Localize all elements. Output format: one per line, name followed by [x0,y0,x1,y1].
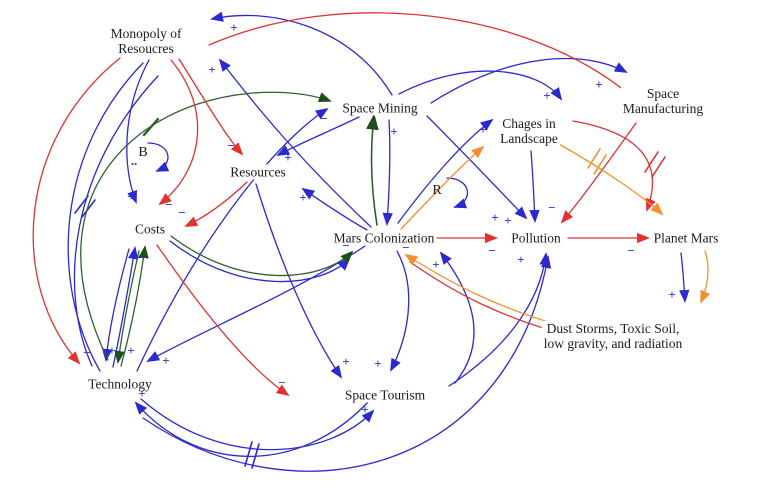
edge-resources-to-tourism [255,183,343,379]
node-changes-in-landscape: Chages in Landscape [498,115,560,147]
loop-label-b: B [138,145,148,160]
delay-tick-bottom2 [251,443,260,469]
node-monopoly-of-resources: Monopoly of Resoucres [108,25,184,57]
polarity-sign: − [83,345,91,360]
polarity-sign: + [668,287,676,302]
edge-costs-to-tourism [156,244,290,397]
edge-space-mining-to-resources [276,116,360,156]
loop-r-arrow [446,177,469,209]
polarity-sign: − [488,243,496,258]
edge-costs-to-mars-green [170,235,354,277]
polarity-sign: + [479,122,487,137]
edge-technology-to-tourism [140,398,375,451]
edge-changes-to-pollution [529,150,540,223]
edge-changes-to-planet-mars-orange [558,143,664,216]
polarity-sign: + [543,88,551,103]
node-costs: Costs [132,221,168,237]
edge-monopoly-to-costs-blue [126,59,150,204]
edge-monopoly-to-costs-red [158,59,199,206]
polarity-sign: − [320,111,328,126]
loop-b-arrow [147,142,170,172]
edge-planet-mars-to-dust-blue [679,252,690,303]
edge-technology-to-pollution [142,255,552,472]
node-planet-mars: Planet Mars [651,230,721,246]
polarity-sign: + [361,402,369,417]
node-dust-storms: Dust Storms, Toxic Soil, low gravity, an… [541,320,685,352]
edge-technology-to-space-mining-green [80,91,332,361]
polarity-sign: + [517,252,525,267]
polarity-sign: .. [130,153,138,168]
edge-technology-to-monopoly-arc2 [73,75,159,367]
edge-planet-mars-to-dust-orange [700,250,711,304]
delay-tick-red [644,151,659,173]
delay-tick-red2 [651,156,666,178]
edge-mars-to-monopoly [218,58,372,228]
delay-tick-left2 [81,199,96,218]
edge-tourism-to-mars [439,251,475,384]
polarity-sign: − [227,138,235,153]
polarity-sign: + [127,343,135,358]
edge-monopoly-to-resources [178,58,244,156]
node-space-manufacturing: Space Manufacturing [620,85,706,117]
edge-space-mining-to-space-manufacturing [430,57,628,104]
polarity-sign: − [627,243,635,258]
polarity-sign: + [284,150,292,165]
delay-tick-left [74,195,89,214]
node-resources: Resources [228,164,288,180]
polarity-sign: + [432,257,440,272]
delay-tick-green [142,117,160,137]
edge-costs-to-technology-blue [101,248,130,362]
edge-space-mining-to-changes [398,70,563,101]
polarity-sign: + [127,189,135,204]
polarity-sign: + [230,20,238,35]
edge-technology-to-space-mining-blue [136,107,329,372]
polarity-sign: − [178,205,186,220]
edge-changes-to-planet-mars-red [572,120,656,212]
node-pollution: Pollution [509,230,563,246]
edge-monopoly-to-space-manufacturing [208,12,631,96]
polarity-sign: − [548,200,556,215]
edge-costs-to-mars-blue [169,240,351,283]
node-space-mining: Space Mining [340,100,420,116]
node-mars-colonization: Mars Colonization [331,230,437,246]
edge-costs-to-technology-green [114,250,140,364]
edge-space-mining-to-pollution [426,115,528,220]
node-technology: Technology [86,376,154,392]
edge-mars-to-technology [146,245,366,362]
polarity-sign: + [491,210,499,225]
edge-mars-to-changes-blue [397,118,494,224]
polarity-sign: + [342,354,350,369]
edge-space-manufacturing-to-pollution [560,122,637,224]
polarity-sign: + [504,213,512,228]
edge-mars-to-space-mining-green [366,113,379,226]
polarity-sign: − [136,250,144,265]
polarity-sign: + [595,77,603,92]
edge-space-mining-to-monopoly [210,11,393,96]
polarity-sign: + [374,356,382,371]
delay-tick-orange2 [593,154,607,175]
polarity-sign: + [299,190,307,205]
polarity-sign: − [278,375,286,390]
polarity-sign: + [390,124,398,139]
edge-monopoly-to-technology [32,57,121,365]
edge-technology-to-monopoly-arc1 [67,62,144,372]
polarity-sign: + [108,343,116,358]
polarity-sign: − [342,238,350,253]
polarity-sign: − [402,240,410,255]
delay-tick-bottom [244,441,253,467]
polarity-sign: + [138,386,146,401]
edge-tourism-to-pollution [448,252,550,387]
polarity-sign: − [165,197,173,212]
edge-resources-to-costs [184,181,248,227]
edge-mars-to-resources [301,187,368,231]
edge-space-mining-to-mars [382,119,393,226]
polarity-sign: + [162,353,170,368]
node-space-tourism: Space Tourism [342,387,428,403]
edge-mars-to-changes-orange [400,145,485,230]
loop-label-r: R [432,183,442,198]
polarity-sign: + [208,62,216,77]
edge-mars-to-tourism [390,250,410,372]
delay-tick-orange [587,148,601,169]
